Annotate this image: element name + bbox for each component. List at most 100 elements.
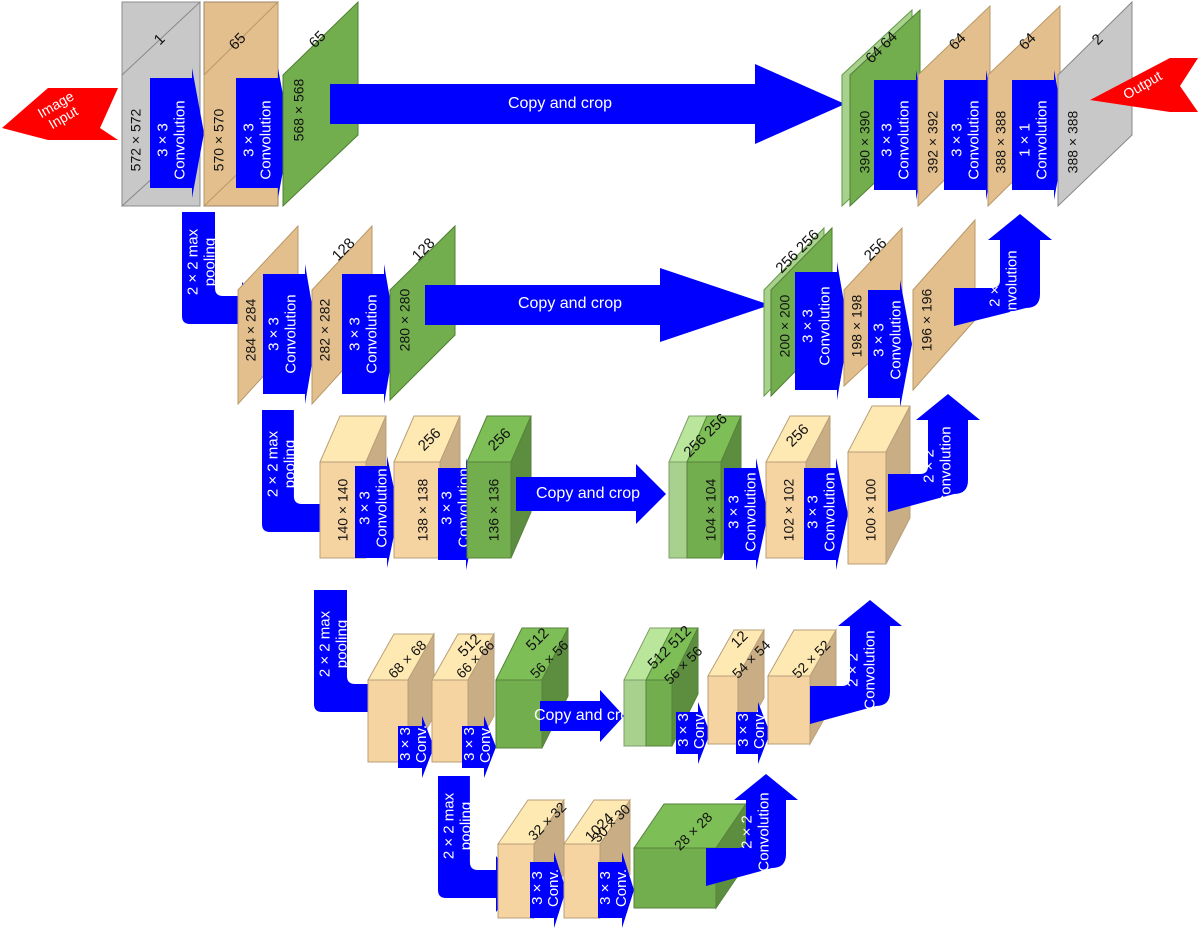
- conv-arrow-l2-2: [342, 264, 396, 404]
- block-136: [466, 415, 532, 559]
- conv-arrow-l3-4: [804, 458, 848, 570]
- conv-label-l4-1: 3 × 3Conv.: [397, 725, 430, 763]
- dim-280: 280 × 280: [397, 288, 413, 351]
- dim-282: 282 × 282: [317, 298, 333, 361]
- copy-crop-arrow-l1: [330, 64, 845, 144]
- conv-label-l1-2: 3 × 3Convolution: [240, 100, 274, 179]
- conv-label-l4-3: 3 × 3Conv.: [675, 711, 708, 749]
- pool-label-l5: 2 × 2 maxpooling: [440, 792, 474, 859]
- conv-arrow-l3-3: [724, 458, 768, 570]
- conv-arrow-l4-2: [462, 716, 496, 778]
- conv-label-l1-3: 3 × 3Convolution: [878, 100, 912, 179]
- dim-100: 100 × 100: [863, 478, 879, 541]
- conv-arrow-l2-3: [795, 262, 849, 400]
- dim-138: 138 × 138: [415, 478, 431, 541]
- conv-arrow-l4-3: [676, 702, 710, 764]
- conv-arrow-l5-1: [530, 852, 566, 928]
- upconv-label-l3-text: 2 × 2Convolution: [920, 426, 954, 505]
- block-100: [847, 405, 911, 565]
- dim-570: 570 × 570: [211, 108, 227, 171]
- pool-label-l4: 2 × 2 maxpooling: [316, 610, 350, 677]
- conv-arrow-l4-1: [398, 716, 434, 778]
- pool-label-l3: 2 × 2 maxpooling: [264, 430, 298, 497]
- conv-label-l5-2: 3 × 3Conv.: [597, 869, 630, 907]
- pool-label-l5-text: 2 × 2 maxpooling: [440, 792, 474, 859]
- conv-label-l4-3-text: 3 × 3Conv.: [675, 711, 708, 749]
- conv-label-l3-4-text: 3 × 3Convolution: [804, 472, 838, 551]
- upconv-arrow-l4: [810, 600, 902, 724]
- pool-label-l2-text: 2 × 2 maxpooling: [184, 228, 218, 295]
- conv-label-l2-3-text: 3 × 3Convolution: [799, 286, 833, 365]
- conv-label-l3-3: 3 × 3Convolution: [725, 472, 759, 551]
- pool-label-l3-text: 2 × 2 maxpooling: [264, 430, 298, 497]
- conv-label-l2-2: 3 × 3Convolution: [346, 294, 380, 373]
- conv-label-l2-3: 3 × 3Convolution: [799, 286, 833, 365]
- conv-arrow-l1-3: [874, 70, 928, 200]
- conv-label-l4-4: 3 × 3Conv.: [735, 711, 768, 749]
- dim-104: 104 × 104: [703, 478, 719, 541]
- copy-crop-label-l2: Copy and crop: [518, 295, 622, 312]
- upconv-label-l4-text: 2 × 2Convolution: [844, 630, 878, 709]
- dim-200: 200 × 200: [777, 294, 793, 357]
- dim-572: 572 × 572: [128, 108, 144, 171]
- conv-label-l5-2-text: 3 × 3Conv.: [597, 869, 630, 907]
- upconv-label-l2: 2 × 2Convolution: [986, 250, 1020, 329]
- conv-label-l1-5-text: 1 × 1Convolution: [1016, 100, 1050, 179]
- upconv-label-l5-text: 2 × 2Convolution: [738, 792, 772, 871]
- conv-label-l5-1-text: 3 × 3Conv.: [529, 869, 562, 907]
- conv-arrow-l1-5: [1012, 70, 1066, 200]
- pool-label-l2: 2 × 2 maxpooling: [184, 228, 218, 295]
- conv-label-l1-2-text: 3 × 3Convolution: [240, 100, 274, 179]
- conv-label-l3-1-text: 3 × 3Convolution: [356, 468, 390, 547]
- image-input-arrow: [2, 88, 118, 140]
- conv-label-l4-4-text: 3 × 3Conv.: [735, 711, 768, 749]
- conv-label-l3-3-text: 3 × 3Convolution: [725, 472, 759, 551]
- upconv-arrow-l5: [706, 774, 798, 886]
- conv-label-l1-3-text: 3 × 3Convolution: [878, 100, 912, 179]
- conv-label-l1-4-text: 3 × 3Convolution: [948, 100, 982, 179]
- dim-388-out: 388 × 388: [1065, 110, 1081, 173]
- dim-140: 140 × 140: [335, 478, 351, 541]
- dim-196: 196 × 196: [919, 288, 935, 351]
- output-layer-388: [1057, 0, 1133, 208]
- conv-label-l3-4: 3 × 3Convolution: [804, 472, 838, 551]
- copy-crop-label-l4: Copy and crop: [534, 707, 638, 724]
- copy-crop-arrow-l3: [516, 464, 666, 524]
- upconv-label-l2-text: 2 × 2Convolution: [986, 250, 1020, 329]
- dim-284: 284 × 284: [243, 298, 259, 361]
- dim-102: 102 × 102: [781, 478, 797, 541]
- conv-arrow-l5-2: [598, 852, 634, 928]
- dim-136: 136 × 136: [486, 478, 502, 541]
- conv-label-l2-2-text: 3 × 3Convolution: [346, 294, 380, 373]
- dim-568: 568 × 568: [291, 78, 307, 141]
- upconv-label-l3: 2 × 2Convolution: [920, 426, 954, 505]
- conv-arrow-l2-4: [868, 280, 912, 408]
- copy-crop-label-l3: Copy and crop: [536, 485, 640, 502]
- dim-198: 198 × 198: [849, 294, 865, 357]
- conv-arrow-l3-1: [355, 456, 399, 568]
- conv-label-l5-1: 3 × 3Conv.: [529, 869, 562, 907]
- block-568: [282, 0, 359, 208]
- upconv-arrow-l2: [954, 214, 1052, 326]
- copy-crop-arrow-l4: [540, 690, 624, 742]
- conv-arrow-l1-2: [236, 68, 290, 198]
- conv-label-l2-4: 3 × 3Convolution: [870, 300, 904, 379]
- conv-arrow-l4-4: [736, 702, 770, 764]
- upconv-label-l5: 2 × 2Convolution: [738, 792, 772, 871]
- dim-388: 388 × 388: [993, 110, 1009, 173]
- pool-label-l4-text: 2 × 2 maxpooling: [316, 610, 350, 677]
- conv-label-l1-4: 3 × 3Convolution: [948, 100, 982, 179]
- dim-390: 390 × 390: [857, 110, 873, 173]
- conv-label-l3-1: 3 × 3Convolution: [356, 468, 390, 547]
- conv-label-l1-1-text: 3 × 3Convolution: [154, 100, 188, 179]
- conv-arrow-l1-4: [944, 70, 998, 200]
- upconv-label-l4: 2 × 2Convolution: [844, 630, 878, 709]
- block-280: [389, 224, 456, 402]
- conv-label-l2-1: 3 × 3Convolution: [265, 294, 299, 373]
- copy-crop-arrow-l2: [425, 268, 770, 342]
- output-arrow: [1090, 58, 1198, 112]
- conv-arrow-l1-1: [150, 68, 204, 198]
- conv-label-l2-4-text: 3 × 3Convolution: [870, 300, 904, 379]
- upconv-arrow-l3: [888, 394, 980, 512]
